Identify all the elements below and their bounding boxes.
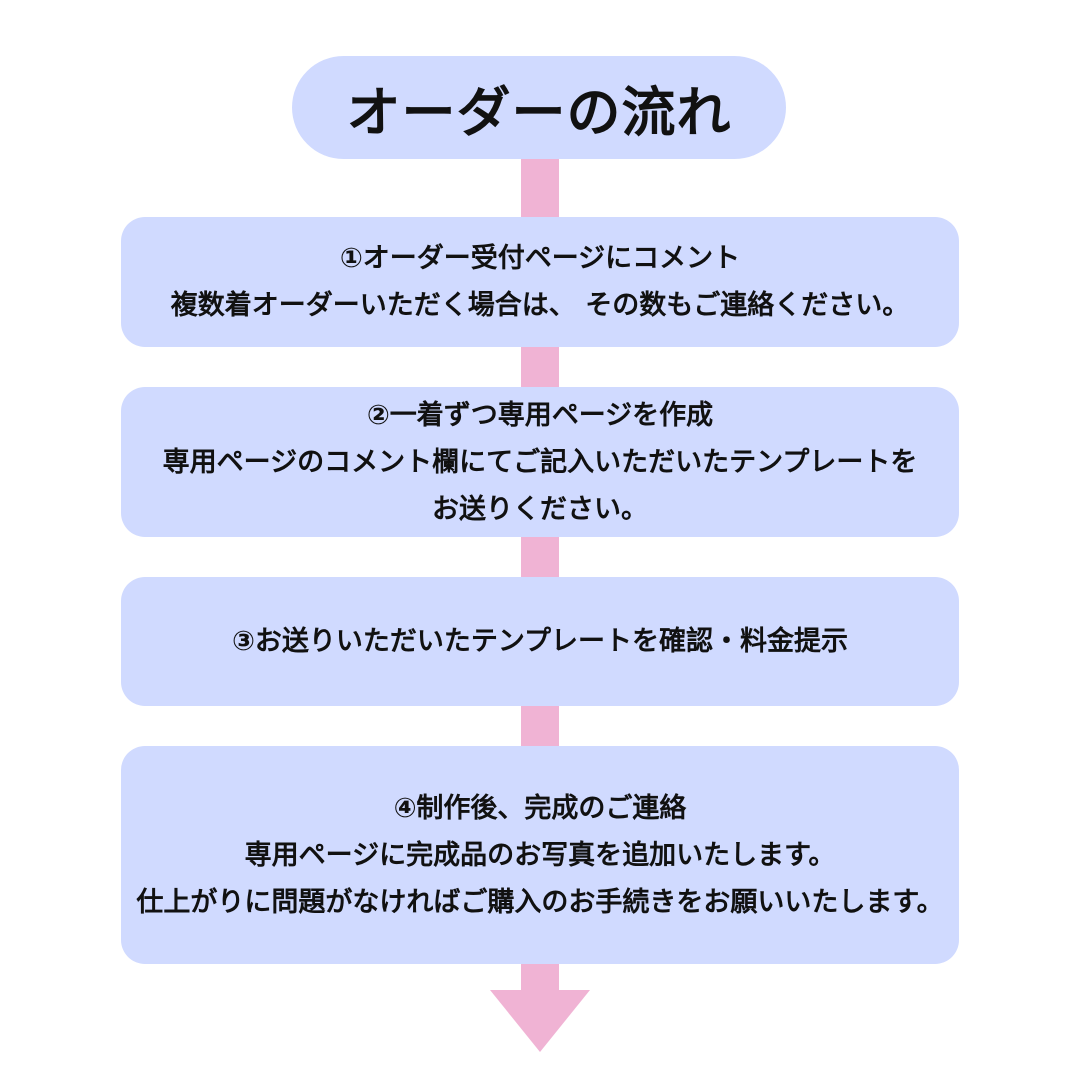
- step-3-heading: ③お送りいただいたテンプレートを確認・料金提示: [231, 626, 849, 657]
- step-3-box: ③お送りいただいたテンプレートを確認・料金提示: [121, 577, 959, 706]
- title-pill: オーダーの流れ: [292, 56, 786, 159]
- step-4-line-2: 仕上がりに問題がなければご購入のお手続きをお願いいたします。: [136, 886, 944, 918]
- down-arrow-icon: [490, 990, 590, 1052]
- step-4-heading: ④制作後、完成のご連絡: [393, 792, 687, 824]
- connector-step1-step2: [521, 346, 559, 388]
- step-2-line-1: 専用ページのコメント欄にてご記入いただいたテンプレートを: [162, 446, 918, 478]
- step-1-line-1: 複数着オーダーいただく場合は、 その数もご連絡ください。: [170, 290, 910, 321]
- step-4-line-1: 専用ページに完成品のお写真を追加いたします。: [244, 839, 836, 871]
- connector-title-step1: [521, 158, 559, 218]
- connector-step2-step3: [521, 536, 559, 578]
- step-1-heading: ①オーダー受付ページにコメント: [339, 243, 741, 274]
- step-4-box: ④制作後、完成のご連絡 専用ページに完成品のお写真を追加いたします。 仕上がりに…: [121, 746, 959, 964]
- step-2-heading: ②一着ずつ専用ページを作成: [366, 399, 714, 431]
- step-2-line-2: お送りください。: [432, 493, 648, 525]
- page-title: オーダーの流れ: [346, 81, 732, 144]
- connector-step3-step4: [521, 705, 559, 747]
- step-2-box: ②一着ずつ専用ページを作成 専用ページのコメント欄にてご記入いただいたテンプレー…: [121, 387, 959, 537]
- step-1-box: ①オーダー受付ページにコメント 複数着オーダーいただく場合は、 その数もご連絡く…: [121, 217, 959, 347]
- connector-step4-arrow: [521, 963, 559, 993]
